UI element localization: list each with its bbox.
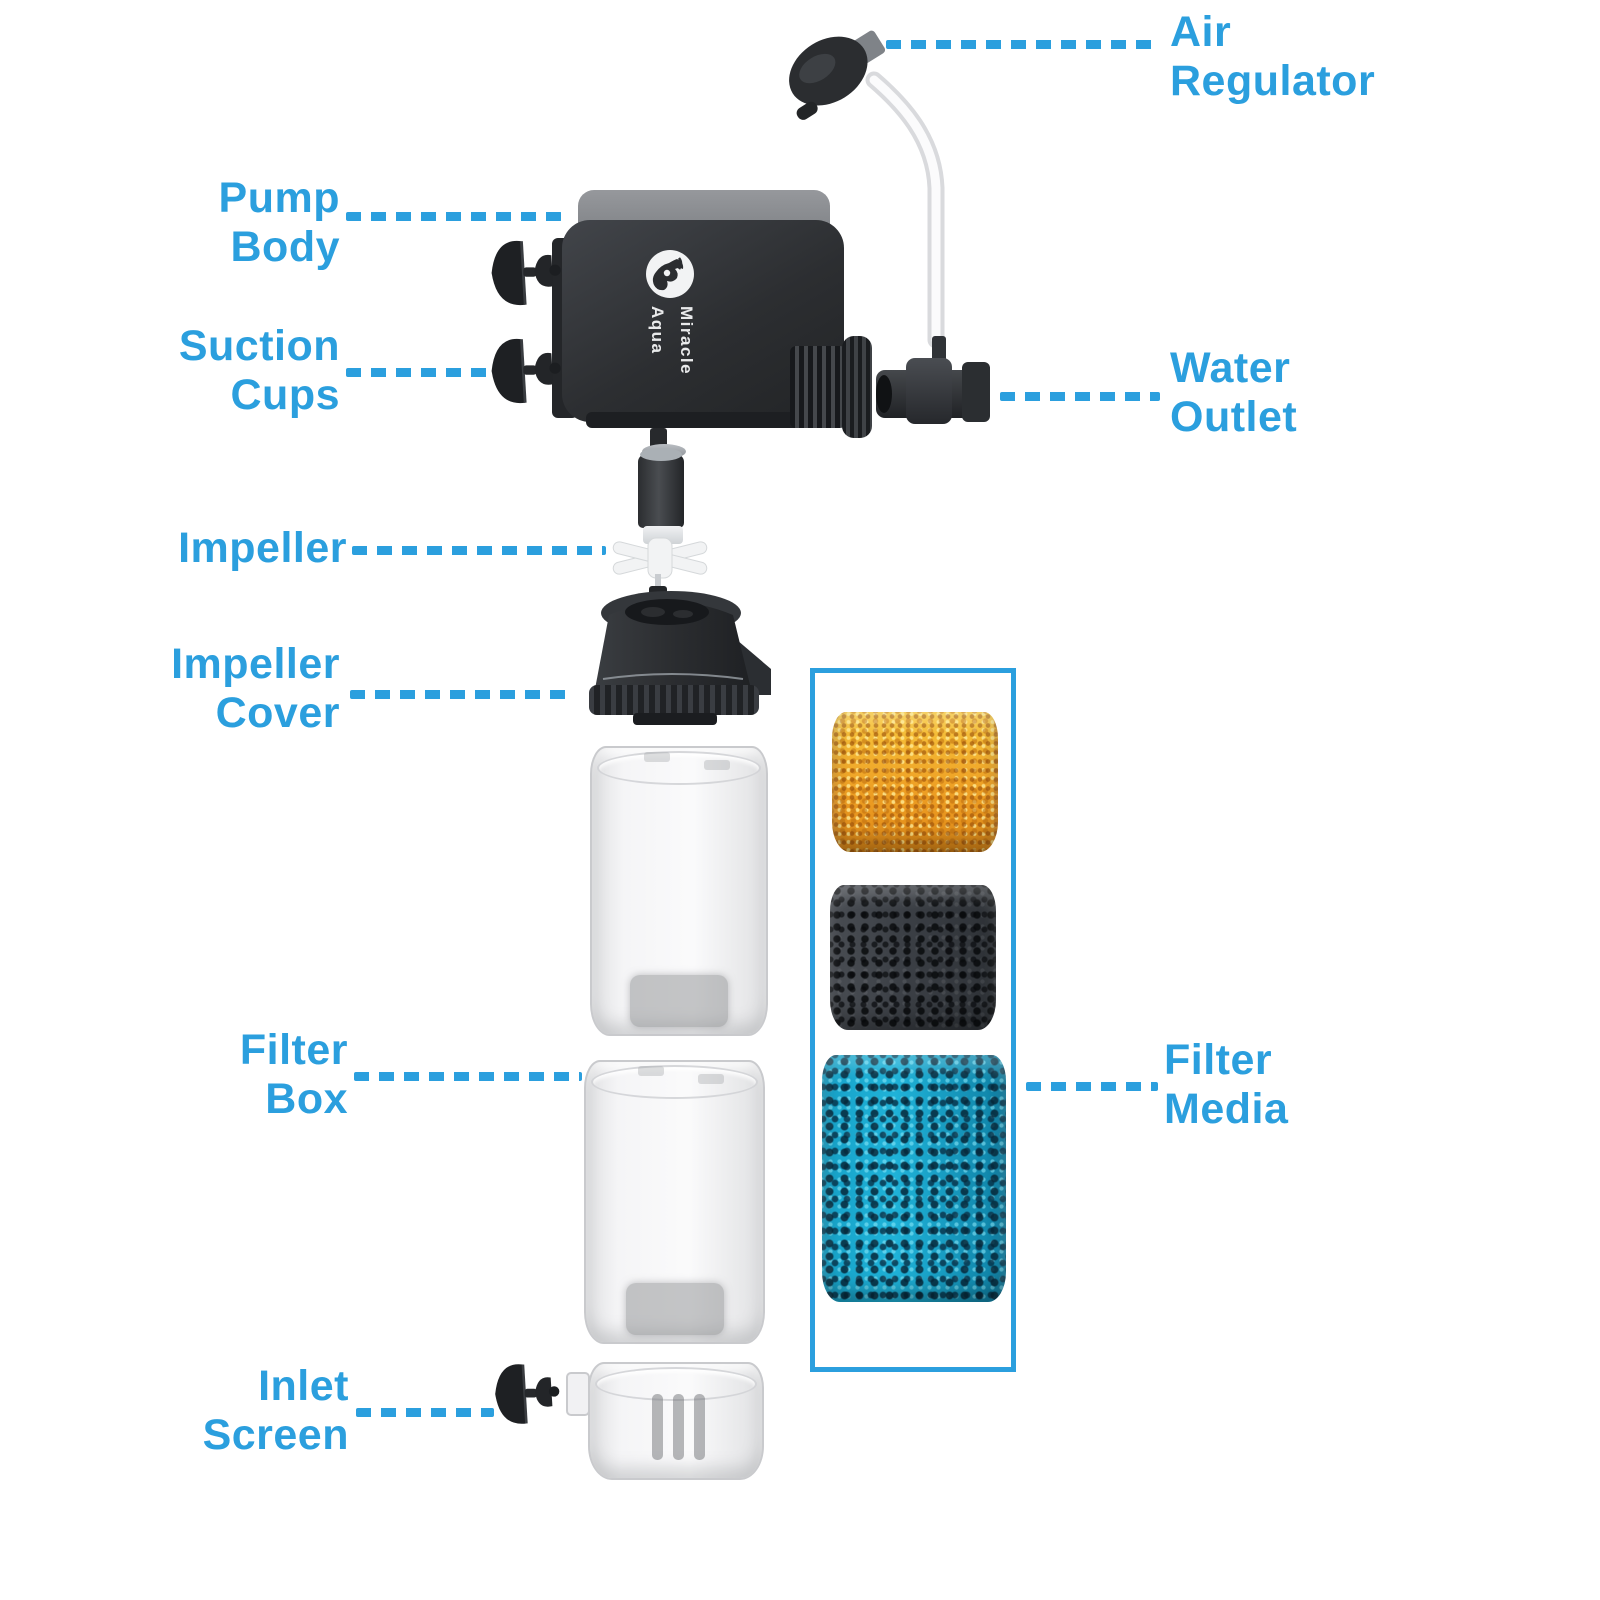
filter-box-upper: [590, 746, 768, 1036]
leader-inlet-screen: [356, 1408, 494, 1417]
leader-air-regulator: [886, 40, 1158, 49]
pump-base-lip: [586, 412, 834, 428]
brand-name: Aqua Miracle: [642, 306, 700, 436]
label-filter-media: Filter Media: [1164, 1036, 1289, 1134]
leader-pump-body: [346, 212, 562, 221]
sponge-yellow: [832, 712, 998, 852]
label-pump-body: Pump Body: [218, 174, 340, 272]
leader-impeller-cover: [350, 690, 572, 699]
label-impeller-cover: Impeller Cover: [171, 640, 340, 738]
air-regulator-knob: [789, 30, 886, 120]
outlet-coupler-knurl: [842, 336, 872, 438]
filter-box-tab: [638, 1066, 664, 1076]
outlet-coupler-threads: [790, 346, 846, 428]
label-suction-cups: Suction Cups: [178, 322, 340, 420]
label-inlet-screen: Inlet Screen: [202, 1362, 349, 1460]
leader-water-outlet: [1000, 392, 1160, 401]
inlet-screen: [588, 1362, 764, 1480]
label-impeller: Impeller: [178, 524, 347, 572]
filter-box-tab: [644, 752, 670, 762]
sponge-blue: [822, 1055, 1006, 1302]
leader-impeller: [352, 546, 606, 555]
filter-box-tab: [704, 760, 730, 770]
leader-filter-box: [354, 1072, 582, 1081]
inlet-slot: [673, 1394, 684, 1460]
filter-media-frame: [810, 668, 1016, 1372]
inlet-slot: [652, 1394, 663, 1460]
air-tube: [865, 71, 945, 348]
filter-box-upper-inner: [630, 975, 728, 1027]
inlet-screen-clip: [566, 1372, 590, 1416]
filter-box-lower-rim: [591, 1065, 758, 1099]
impeller-rotor: [638, 454, 684, 528]
outlet-mouth: [876, 375, 892, 413]
brand-logo: [646, 250, 694, 298]
suction-cup-top: [490, 239, 563, 307]
leader-filter-media: [1026, 1082, 1158, 1091]
outlet-center-block: [906, 358, 952, 424]
suction-cup-bottom: [490, 337, 563, 405]
filter-box-lower-inner: [625, 1283, 724, 1335]
filter-box-upper-rim: [597, 751, 761, 785]
outlet-flange: [962, 362, 990, 422]
sponge-dark: [830, 885, 996, 1030]
air-regulator-assembly: [789, 30, 945, 348]
label-air-regulator: Air Regulator: [1170, 8, 1376, 106]
suction-cup-inlet: [493, 1362, 561, 1426]
inlet-slot: [694, 1394, 705, 1460]
fish-icon: [652, 257, 684, 291]
brand-line-2: Miracle: [676, 306, 696, 376]
impeller-cover: [589, 591, 771, 725]
label-filter-box: Filter Box: [239, 1026, 348, 1124]
filter-box-lower: [584, 1060, 765, 1344]
impeller-pin: [655, 574, 661, 590]
label-water-outlet: Water Outlet: [1170, 344, 1298, 442]
impeller-blades: [612, 537, 708, 579]
brand-line-1: Aqua: [647, 306, 667, 355]
filter-box-tab: [698, 1074, 724, 1084]
impeller-rotor-cap: [640, 448, 682, 461]
leader-suction-cups: [346, 368, 492, 377]
